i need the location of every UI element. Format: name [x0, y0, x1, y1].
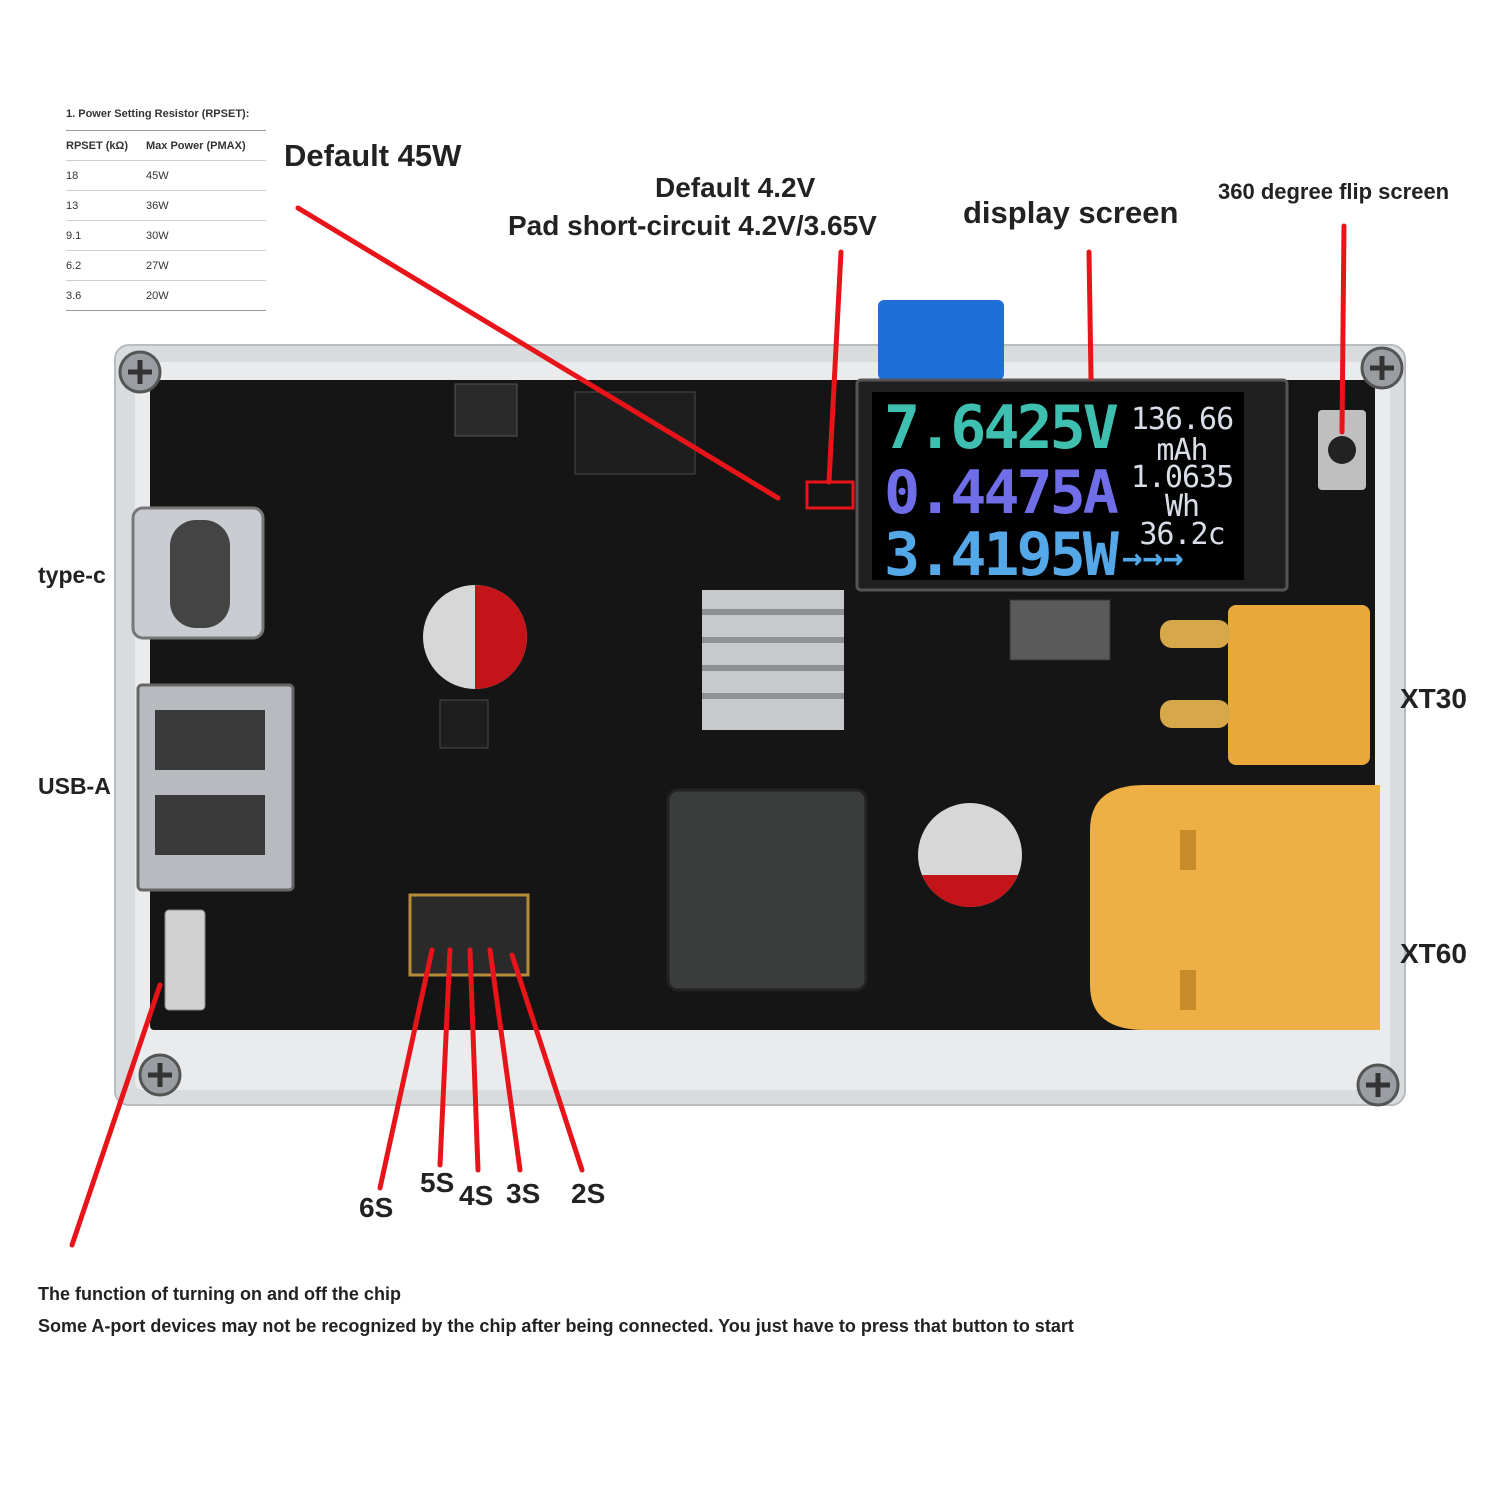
type-c-opening [170, 520, 230, 628]
chip [439, 699, 489, 749]
xt60-connector [1090, 785, 1380, 1030]
table-cell: 13 [66, 199, 79, 212]
oled-voltage-value: 7.6425V [884, 393, 1119, 463]
table-cell: 9.1 [66, 229, 82, 242]
screw-icon [1356, 1063, 1400, 1107]
oled-current-value: 0.4475A [884, 458, 1119, 528]
pointer-line [377, 947, 435, 1191]
callout-default-power: Default 45W [284, 138, 462, 173]
table-row: 13 36W [66, 190, 266, 220]
rpset-header-resistance: RPSET (kΩ) [66, 139, 128, 152]
oled-energy-value: 1.0635 [1130, 460, 1234, 495]
callout-xt60: XT60 [1400, 938, 1467, 969]
xt30-connector [1160, 605, 1370, 765]
callout-display-screen: display screen [963, 195, 1179, 230]
screw-icon [138, 1053, 182, 1097]
oled-arrows: →→→ [1122, 538, 1184, 578]
oled-capacity-unit: mAh [1156, 433, 1208, 468]
screw-icon [118, 350, 162, 394]
oled-current: 0.4475A [884, 458, 1119, 528]
callout-4s: 4S [459, 1180, 494, 1211]
flip-switch-knob [1328, 436, 1356, 464]
oled-power: 3.4195W [884, 520, 1119, 590]
table-cell: 45W [146, 169, 169, 182]
callout-default-voltage: Default 4.2V [655, 172, 816, 203]
blue-tape [878, 300, 1004, 380]
power-button [164, 909, 206, 1011]
pointer-line [1339, 223, 1347, 435]
pointer-line [509, 952, 585, 1173]
heatsink [702, 590, 844, 730]
callout-xt30: XT30 [1400, 683, 1467, 714]
pointer-line [487, 947, 523, 1173]
table-row: 3.6 20W [66, 280, 266, 311]
pointer-line [1086, 249, 1094, 381]
inductor [666, 788, 868, 992]
callout-pad-short: Pad short-circuit 4.2V/3.65V [508, 210, 877, 241]
chip [454, 383, 518, 437]
screw-icon [1360, 346, 1404, 390]
table-cell: 18 [66, 169, 79, 182]
table-row: 18 45W [66, 160, 266, 190]
chip [574, 391, 696, 475]
capacitor [918, 803, 1022, 907]
usb-a-slots [155, 710, 265, 855]
capacitor [423, 585, 527, 689]
table-row: 9.1 30W [66, 220, 266, 250]
table-cell: 6.2 [66, 259, 82, 272]
table-cell: 20W [146, 289, 169, 302]
pointer-line [295, 205, 781, 501]
callout-type-c: type-c [38, 562, 106, 588]
pointer-lines [69, 205, 1347, 1248]
rpset-table: 1. Power Setting Resistor (RPSET): RPSET… [66, 108, 266, 311]
table-cell: 27W [146, 259, 169, 272]
rpset-header-power: Max Power (PMAX) [146, 139, 246, 152]
rpset-table-title: 1. Power Setting Resistor (RPSET): [66, 108, 250, 120]
oled-panel [872, 392, 1244, 580]
table-cell: 36W [146, 199, 169, 212]
table-cell: 30W [146, 229, 169, 242]
pointer-line [826, 249, 844, 485]
chip [1009, 599, 1111, 661]
callout-6s: 6S [359, 1192, 394, 1223]
pointer-line [69, 982, 163, 1248]
footer-line-1: The function of turning on and off the c… [38, 1284, 401, 1304]
rpset-table-header: RPSET (kΩ) Max Power (PMAX) [66, 130, 266, 160]
pointer-line [467, 947, 481, 1173]
pointer-line [437, 947, 453, 1168]
callout-flip-screen: 360 degree flip screen [1218, 179, 1450, 204]
oled-capacity-value: 136.66 [1130, 402, 1234, 437]
oled-energy-unit: Wh [1164, 489, 1200, 524]
oled-power-value: 3.4195W [884, 520, 1119, 590]
table-cell: 3.6 [66, 289, 82, 302]
oled-temperature: 36.2c [1139, 517, 1225, 552]
footer-line-2: Some A-port devices may not be recognize… [38, 1316, 1074, 1336]
callout-usb-a: USB-A [38, 773, 111, 799]
oled-voltage: 7.6425V [884, 393, 1119, 463]
callout-3s: 3S [506, 1178, 541, 1209]
callout-2s: 2S [571, 1178, 606, 1209]
table-row: 6.2 27W [66, 250, 266, 280]
callout-5s: 5S [420, 1167, 455, 1198]
